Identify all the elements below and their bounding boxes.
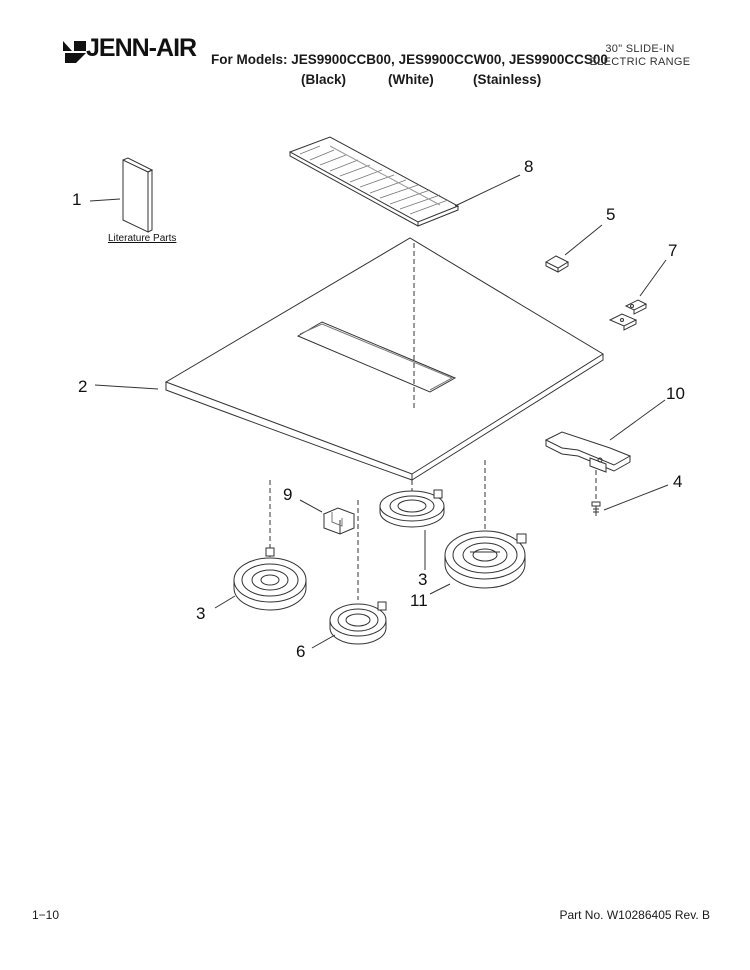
brand-mark-icon: [63, 41, 86, 63]
callout-2: 2: [78, 377, 88, 396]
jenn-air-logo: JENN-AIR: [62, 34, 212, 68]
finish-white: (White): [388, 72, 434, 87]
literature-parts-label: Literature Parts: [108, 233, 177, 244]
callout-7: 7: [668, 241, 678, 260]
leader-7: [639, 259, 667, 297]
callout-3-lower: 3: [196, 604, 206, 623]
part-1-literature: [122, 157, 154, 233]
part-7-bracket: [608, 299, 648, 331]
leader-8: [454, 174, 521, 207]
leader-10: [609, 399, 666, 441]
callout-5: 5: [606, 205, 616, 224]
models-line: For Models: JES9900CCB00, JES9900CCW00, …: [211, 52, 608, 67]
callout-6: 6: [296, 642, 306, 661]
leader-5: [564, 224, 603, 256]
callout-1: 1: [72, 190, 82, 209]
leader-6: [311, 634, 336, 649]
leader-2: [94, 384, 159, 390]
part-2-cooktop-glass: [164, 237, 604, 481]
leader-9: [299, 499, 323, 513]
finish-black: (Black): [301, 72, 347, 87]
product-line-2: ELECTRIC RANGE: [589, 56, 691, 68]
callout-8: 8: [524, 157, 534, 176]
leader-3a: [214, 595, 236, 609]
leader-11: [429, 583, 451, 595]
finish-stainless: (Stainless): [473, 72, 542, 87]
callout-10: 10: [666, 384, 685, 403]
part-9-clip: [322, 507, 356, 535]
part-6-burner-small: [329, 601, 387, 645]
part-number: Part No. W10286405 Rev. B: [559, 908, 710, 922]
part-3-burner-large: [233, 547, 307, 611]
part-10-bracket: [544, 431, 632, 473]
callout-4: 4: [673, 472, 683, 491]
part-11-burner-dual: [444, 530, 527, 589]
product-description: 30" SLIDE-IN ELECTRIC RANGE: [580, 43, 700, 69]
callout-11: 11: [410, 591, 428, 610]
callout-9: 9: [283, 485, 293, 504]
part-5-clip: [544, 255, 570, 273]
part-8-vent-grille: [288, 136, 460, 227]
part-4-screw: [591, 501, 601, 516]
product-line-1: 30" SLIDE-IN: [605, 43, 675, 55]
callout-3-upper: 3: [418, 570, 428, 589]
leader-1: [89, 198, 121, 202]
part-3-burner-small: [379, 489, 445, 528]
brand-name: JENN-AIR: [86, 34, 197, 62]
page-number: 1−10: [32, 908, 60, 922]
leader-4: [603, 484, 669, 511]
